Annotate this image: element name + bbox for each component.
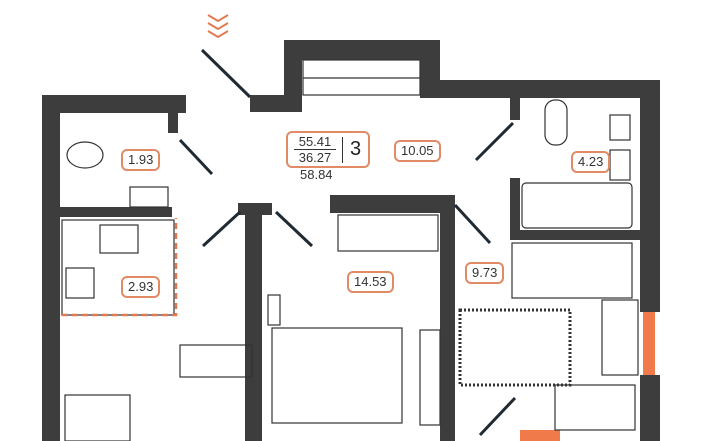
room-area-children-room: 9.73 (465, 262, 505, 284)
room-area-bedroom: 14.53 (347, 271, 394, 293)
room-area-bathroom: 4.23 (571, 151, 611, 173)
entrance-chevrons-icon (207, 14, 229, 39)
doors (178, 48, 517, 437)
rooms-count: 3 (342, 136, 368, 163)
kitchen-zone-outline (62, 218, 178, 317)
room-area-kitchen: 2.93 (121, 276, 161, 298)
living-area: 55.41 (298, 134, 332, 149)
room-area-toilet: 1.93 (121, 149, 161, 171)
furniture (61, 59, 639, 441)
window (643, 312, 655, 375)
apartment-summary: 55.41 36.27 3 (286, 131, 370, 168)
room-area-hall: 10.05 (394, 140, 441, 162)
total-area: 58.84 (300, 167, 333, 182)
residential-area: 36.27 (298, 150, 332, 165)
walls (42, 40, 660, 441)
